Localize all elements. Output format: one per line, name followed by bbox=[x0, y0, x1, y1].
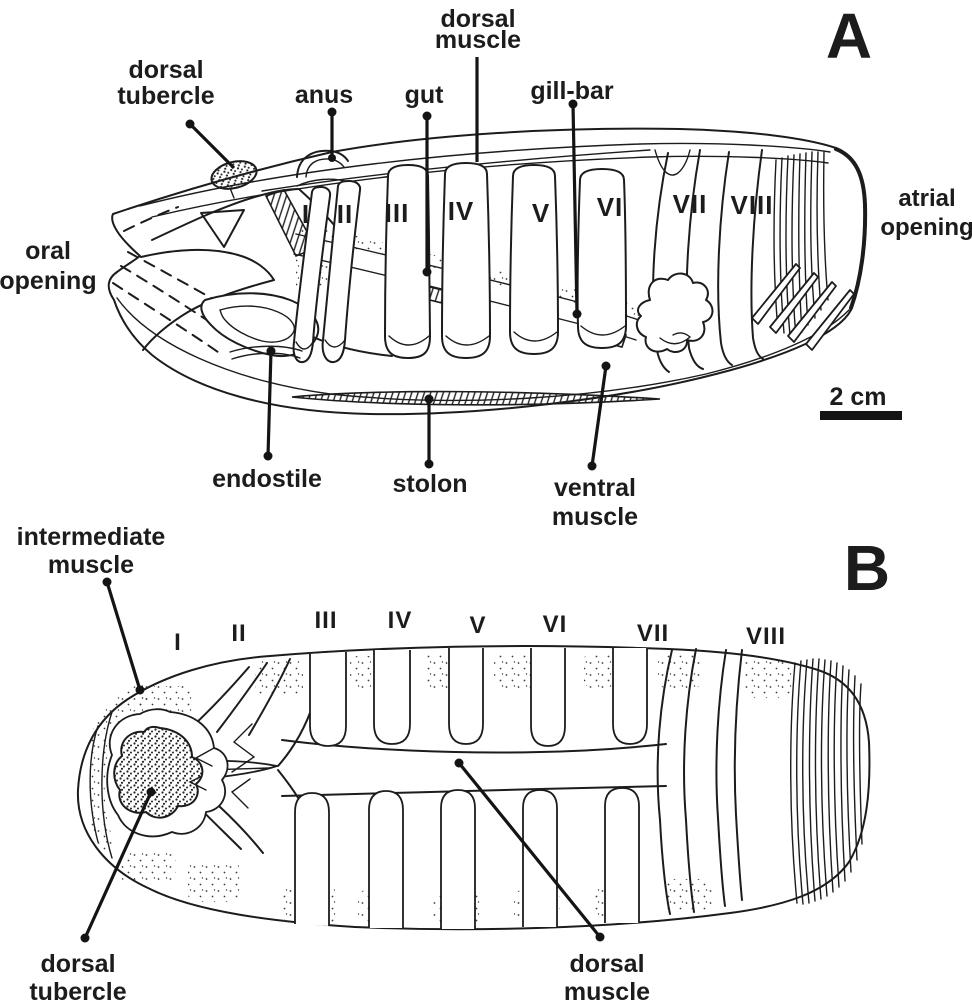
numeral-b-8: VIII bbox=[746, 623, 786, 650]
label-stolon: stolon bbox=[393, 470, 468, 498]
label-gut: gut bbox=[405, 81, 445, 109]
label-ventral-muscle-line2: muscle bbox=[552, 503, 638, 531]
label-intermediate-muscle-line1: intermediate bbox=[17, 523, 166, 551]
numeral-a-6: VI bbox=[597, 192, 624, 222]
gill-bars-a bbox=[292, 149, 764, 373]
central-band-bottom bbox=[281, 785, 667, 797]
numeral-a-5: V bbox=[532, 198, 550, 228]
stolon-structure bbox=[291, 390, 661, 406]
label-atrial-opening-line2: opening bbox=[880, 214, 972, 241]
scale-bar: 2 cm bbox=[820, 383, 902, 420]
dorsal-tubercle-a-notch bbox=[229, 187, 235, 199]
gill-bar-4 bbox=[441, 162, 491, 359]
numeral-a-7: VII bbox=[673, 189, 708, 219]
numeral-a-8: VIII bbox=[730, 190, 773, 220]
gill-bar-8 bbox=[717, 151, 733, 366]
numeral-a-4: IV bbox=[448, 196, 475, 226]
leader-lines-b bbox=[80, 577, 605, 943]
leader-lines-a bbox=[185, 57, 611, 471]
label-gill-bar: gill-bar bbox=[530, 77, 614, 105]
label-atrial-opening-line1: atrial bbox=[898, 185, 955, 212]
panel-letter-a: A bbox=[826, 0, 872, 72]
tunic-line-top-1 bbox=[139, 142, 831, 207]
scale-bar-line bbox=[820, 411, 902, 420]
panel-letter-b: B bbox=[844, 532, 890, 604]
numeral-b-2: II bbox=[231, 620, 246, 647]
top-muscle-fingers-b bbox=[309, 648, 648, 747]
left-tip-inner-line-2 bbox=[101, 711, 113, 859]
numeral-b-6: VI bbox=[543, 611, 568, 638]
gill-bar-3 bbox=[384, 164, 431, 359]
numeral-b-3: III bbox=[314, 607, 337, 634]
label-dorsal-tubercle-a-line2: tubercle bbox=[117, 82, 214, 110]
atrial-rim bbox=[834, 147, 868, 310]
dorsal-band-notch bbox=[654, 149, 691, 176]
posterior-muscle-striations-a bbox=[751, 151, 855, 351]
posterior-muscle-striations-b bbox=[790, 658, 863, 905]
scale-bar-label: 2 cm bbox=[830, 383, 887, 411]
numeral-b-1: I bbox=[174, 629, 182, 656]
left-tip-inner-line-1 bbox=[89, 725, 99, 843]
heart-structure bbox=[635, 272, 714, 353]
panel-a-drawing: dorsal muscle dorsal tubercle anus gut g… bbox=[0, 0, 972, 531]
label-anus: anus bbox=[295, 81, 353, 109]
label-dorsal-tubercle-b-line2: tubercle bbox=[29, 978, 126, 1004]
gill-bar-5 bbox=[509, 164, 559, 355]
dorsal-tubercle-a bbox=[210, 160, 258, 190]
label-endostile: endostile bbox=[212, 465, 322, 493]
label-oral-opening-line2: opening bbox=[0, 267, 97, 295]
label-dorsal-muscle-a-line2: muscle bbox=[435, 26, 521, 54]
numeral-b-4: IV bbox=[388, 607, 413, 634]
muscle-spike bbox=[787, 281, 837, 343]
muscle-spike bbox=[751, 263, 801, 325]
label-dorsal-tubercle-a-line1: dorsal bbox=[128, 56, 203, 84]
label-intermediate-muscle-line2: muscle bbox=[48, 551, 134, 579]
label-dorsal-muscle-b-line2: muscle bbox=[564, 978, 650, 1004]
panel-b-drawing: intermediate muscle dorsal tubercle dors… bbox=[17, 523, 890, 1004]
numeral-a-2: II bbox=[337, 199, 353, 229]
central-band-top bbox=[281, 739, 667, 754]
label-dorsal-tubercle-b-line1: dorsal bbox=[40, 950, 115, 978]
numeral-a-3: III bbox=[385, 198, 410, 228]
label-dorsal-muscle-a-line1: dorsal bbox=[440, 5, 515, 33]
dorsal-tubercle-b bbox=[106, 708, 229, 838]
numerals-b: I II III IV V VI VII VIII bbox=[174, 607, 786, 656]
label-oral-opening-line1: oral bbox=[25, 237, 71, 265]
muscle-triangle bbox=[200, 209, 245, 248]
numeral-b-7: VII bbox=[637, 620, 669, 647]
oral-region-muscles bbox=[112, 188, 393, 357]
gill-bar-numerals-a: I II III IV V VI VII VIII bbox=[302, 189, 773, 229]
bottom-muscle-fingers-b bbox=[294, 787, 640, 929]
numeral-a-1: I bbox=[302, 199, 310, 229]
label-dorsal-muscle-b-line1: dorsal bbox=[569, 950, 644, 978]
numeral-b-5: V bbox=[469, 612, 486, 639]
muscle-spike bbox=[769, 272, 819, 334]
band-7-8-b bbox=[656, 648, 743, 915]
label-ventral-muscle-line1: ventral bbox=[554, 474, 636, 502]
